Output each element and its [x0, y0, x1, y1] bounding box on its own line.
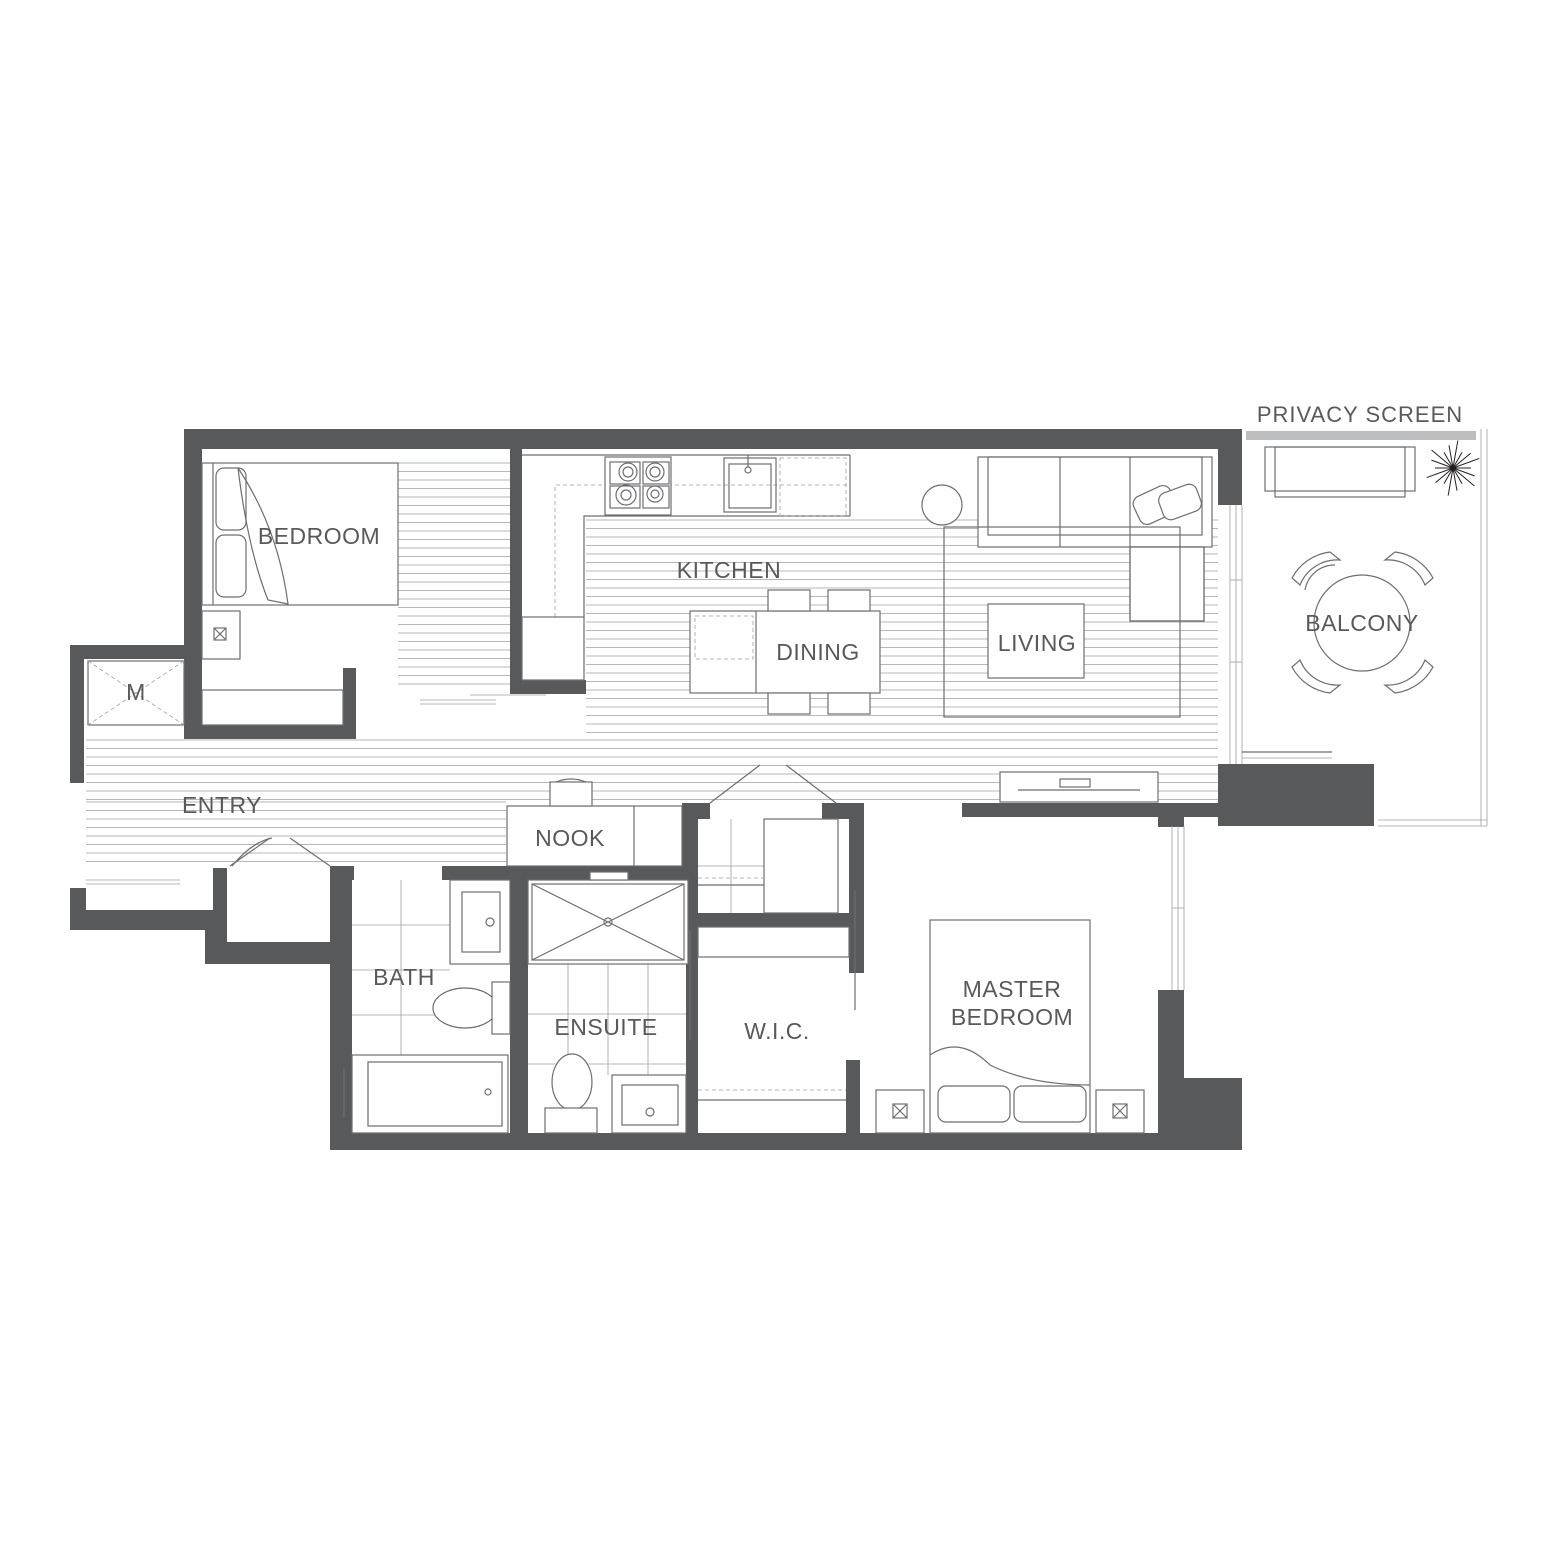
living-label: LIVING [998, 630, 1076, 656]
plant-leaf [1426, 467, 1454, 479]
plant-leaf [1452, 440, 1459, 469]
plant-leaf [1443, 467, 1454, 484]
pillow-icon [1132, 483, 1202, 526]
plant-leaf [1435, 467, 1454, 484]
privacy-screen-label: PRIVACY SCREEN [1257, 402, 1463, 427]
shower-icon [527, 871, 689, 965]
plant-icon [1426, 440, 1480, 496]
living-furniture [921, 456, 1213, 718]
bathtub-icon [343, 1054, 509, 1134]
plant-leaf [1452, 457, 1480, 469]
windows [86, 429, 1488, 990]
wic-label: W.I.C. [744, 1018, 810, 1044]
plant-leaf [1452, 467, 1463, 484]
entry-label: ENTRY [182, 792, 262, 818]
plant-leaf [1452, 452, 1463, 469]
plant-leaf [1452, 467, 1475, 487]
bistro-table-icon [1291, 551, 1434, 694]
balcony-furniture [1264, 440, 1480, 694]
master-bedroom-label-line1: MASTER [963, 976, 1062, 1002]
stove-icon [609, 461, 670, 509]
bath-label: BATH [373, 964, 435, 990]
kitchen-fixtures [521, 454, 851, 681]
bedroom-label: BEDROOM [258, 523, 380, 549]
coffee-table-icon [987, 603, 1085, 679]
plant-leaf [1431, 449, 1454, 469]
bath-toilet-icon [432, 981, 511, 1035]
plant-leaf [1452, 467, 1458, 491]
wic-fixtures [689, 818, 856, 1101]
kitchen-label: KITCHEN [677, 557, 781, 583]
plant-leaf [1452, 452, 1471, 469]
kitchen-sink-icon [723, 455, 777, 513]
plant-leaf [1447, 467, 1454, 496]
plant-leaf [1452, 467, 1475, 477]
bath-fixtures [343, 879, 511, 1134]
plant-leaf [1443, 452, 1454, 469]
tile-grids [352, 819, 764, 1075]
balcony-label: BALCONY [1305, 610, 1418, 636]
nook-fixtures [229, 764, 1159, 867]
mechanical-closet [87, 660, 185, 726]
ensuite-toilet-icon [544, 1053, 598, 1134]
sofa-icon [977, 456, 1213, 622]
ensuite-fixtures [527, 871, 689, 1134]
master-bedroom-label-line2: BEDROOM [951, 1004, 1073, 1030]
privacy-screen-bar [1246, 431, 1476, 440]
plant-leaf [1448, 445, 1454, 469]
master-bedroom-furniture [875, 919, 1145, 1134]
ensuite-sink-icon [611, 1074, 687, 1134]
dining-table-icon [689, 589, 881, 715]
lamp-icon [921, 484, 963, 526]
ensuite-label: ENSUITE [554, 1014, 657, 1040]
dining-label: DINING [776, 639, 860, 665]
room-labels: PRIVACY SCREEN BEDROOM KITCHEN DINING LI… [126, 402, 1463, 1044]
bedroom-furniture [201, 462, 399, 726]
mechanical-label: M [126, 679, 146, 705]
nook-label: NOOK [535, 825, 605, 851]
plant-leaf [1431, 459, 1454, 469]
stool-icon [549, 781, 593, 807]
